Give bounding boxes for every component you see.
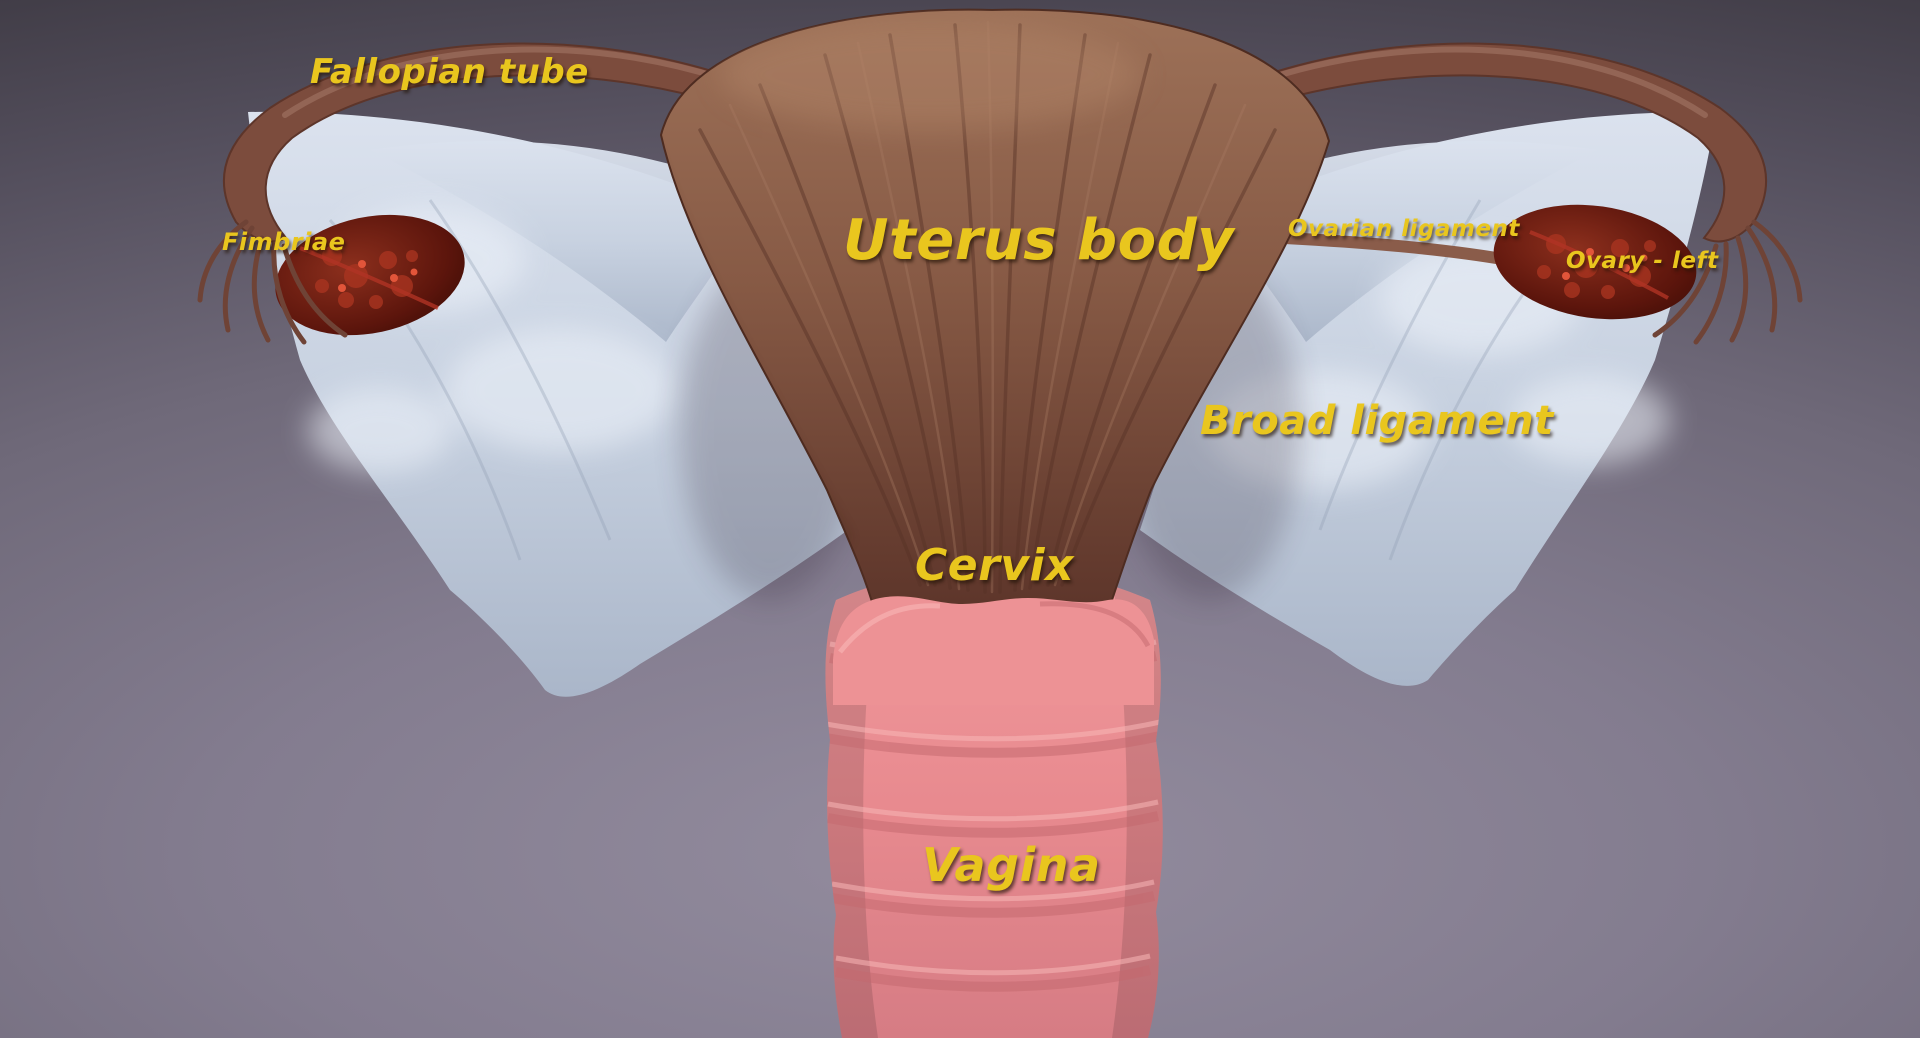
fallopian-tube-left (223, 42, 742, 243)
fimbriae-right (1652, 219, 1803, 345)
ovarian-ligament-cord (1279, 232, 1514, 266)
ovary-left-of-viewer (275, 214, 465, 336)
fallopian-tube-right (1248, 42, 1767, 243)
vagina-rim (833, 596, 1154, 705)
ovary-right-of-viewer-left-anatomical (1493, 204, 1697, 320)
fimbriae-left (197, 219, 348, 345)
